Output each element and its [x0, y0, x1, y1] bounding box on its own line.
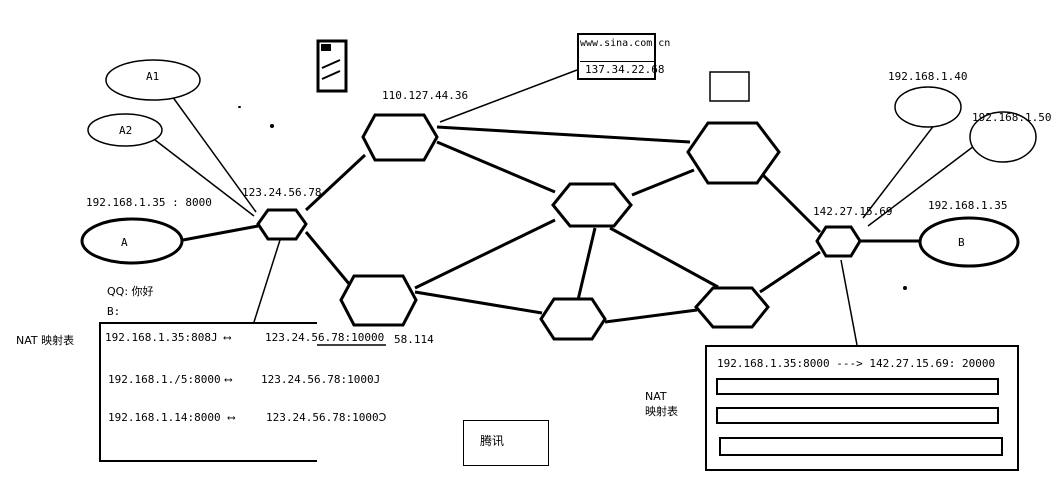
line-a2-router — [154, 139, 255, 217]
router-bottom — [539, 297, 607, 341]
host-a2-label: A2 — [119, 124, 133, 137]
nat-left-row-3-public: 123.24.56.78:1000Ↄ — [266, 411, 387, 424]
sina-domain: www.sina.com.cn — [580, 38, 671, 49]
link-bottom-br — [604, 308, 698, 324]
top-router-ip: 110.127.44.36 — [382, 89, 469, 102]
nat-left-row-2-public: 123.24.56.78:1000J — [261, 373, 381, 386]
host-a2 — [87, 113, 163, 147]
tencent-box: 腾讯 — [463, 420, 549, 466]
host-b-address: 192.168.1.35 — [928, 199, 1008, 212]
link-top-center — [436, 140, 556, 194]
router-rtop — [686, 121, 781, 185]
link-bl-center — [414, 218, 556, 290]
nat-left-row-3-private: 192.168.1.14:8000 — [108, 411, 221, 424]
sina-server-box: www.sina.com.cn 137.34.22.68 — [577, 33, 670, 80]
nat-right-title-2: 映射表 — [645, 405, 678, 418]
router-right — [815, 225, 862, 258]
line-b2 — [867, 142, 979, 227]
document-icon — [316, 39, 348, 93]
nat-right-row-1: 192.168.1.35:8000 ---> 142.27.15.69: 200… — [717, 357, 996, 370]
router-left — [256, 208, 308, 241]
host-a1 — [105, 59, 201, 101]
qq-message: QQ: 你好 — [107, 285, 154, 298]
link-a-left — [182, 224, 259, 242]
nat-left-title: NAT 映射表 — [16, 334, 75, 347]
line-router-nat-left — [253, 239, 281, 323]
line-router-nat-right — [840, 259, 858, 346]
host-b1 — [894, 86, 962, 128]
empty-box — [709, 71, 750, 102]
nat-right-empty-row — [716, 407, 999, 424]
host-a — [80, 217, 184, 265]
nat-right-title-1: NAT — [645, 390, 667, 403]
sina-ip: 137.34.22.68 — [585, 63, 665, 76]
stray-ip-fragment: 58.114 — [394, 333, 434, 346]
nat-right-empty-row — [716, 378, 999, 395]
nat-left-row-2-private: 192.168.1./5:8000 — [108, 373, 221, 386]
stray-dot — [270, 124, 274, 128]
host-a1-label: A1 — [146, 70, 160, 83]
qq-recipient: B: — [107, 305, 121, 318]
left-router-ip: 123.24.56.78 — [242, 186, 322, 199]
link-center-bottom — [576, 227, 597, 301]
link-bl-bottom — [414, 290, 543, 315]
nat-left-row-2-arrow: ⟷ — [225, 373, 232, 386]
line-b1 — [862, 123, 936, 219]
nat-right-empty-row — [719, 437, 1003, 456]
stray-mark — [238, 106, 241, 108]
link-left-top — [304, 153, 367, 212]
host-b1-address: 192.168.1.40 — [888, 70, 968, 83]
host-a-address: 192.168.1.35 : 8000 — [86, 196, 212, 209]
nat-left-row-3-arrow: ⟷ — [228, 411, 235, 424]
right-router-ip: 142.27.15.69 — [813, 205, 893, 218]
nat-left-row-1-private: 192.168.1.35:808J — [105, 331, 218, 344]
router-center — [551, 182, 633, 228]
link-center-rtop — [631, 168, 695, 197]
router-bottomright — [694, 286, 770, 329]
host-b2-address: 192.168.1.50 — [972, 111, 1052, 124]
link-br-right — [759, 250, 821, 294]
stray-dot — [903, 286, 907, 290]
host-b-label: B — [958, 236, 965, 249]
host-a-label: A — [121, 236, 128, 249]
link-top-rtop — [436, 125, 691, 144]
link-left-bottom — [304, 231, 352, 286]
nat-left-row-1-arrow: ⟷ — [224, 331, 231, 344]
host-b2 — [969, 111, 1037, 163]
nat-left-row-1-public: 123.24.56.78:10000 — [265, 331, 385, 344]
nat-table-left: 192.168.1.35:808J ⟷ 123.24.56.78:10000 1… — [99, 322, 386, 462]
nat-table-right: 192.168.1.35:8000 ---> 142.27.15.69: 200… — [705, 345, 1019, 471]
router-bottomleft — [339, 274, 418, 327]
tencent-label: 腾讯 — [480, 434, 505, 448]
router-top — [361, 113, 439, 162]
link-center-br — [609, 226, 719, 289]
host-b — [918, 216, 1020, 268]
line-a1-router — [171, 95, 257, 213]
link-rtop-right — [754, 166, 822, 234]
line-sina — [439, 69, 578, 123]
